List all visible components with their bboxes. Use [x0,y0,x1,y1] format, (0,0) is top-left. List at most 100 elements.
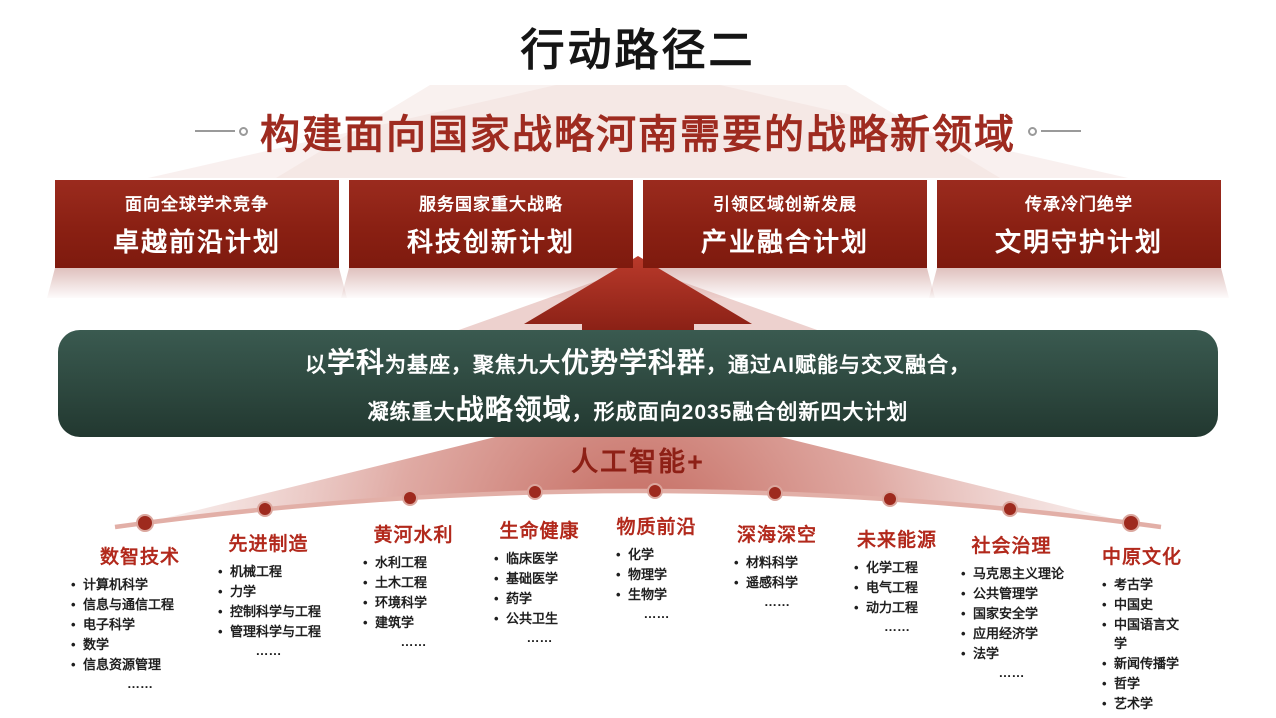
plan-card-excellence-frontier: 面向全球学术竞争 卓越前沿计划 [55,180,339,268]
discipline-list: 化学工程电气工程动力工程 [832,559,962,618]
discipline-item: 信息资源管理 [71,656,215,675]
plan-card-civilization-guardian: 传承冷门绝学 文明守护计划 [937,180,1221,268]
plan-tagline: 服务国家重大战略 [419,194,563,214]
discipline-item: 中国语言文学 [1102,616,1188,654]
band-text-em: 优势学科群 [561,347,707,378]
discipline-group-digital-intelligence-tech: 数智技术 计算机科学信息与通信工程电子科学数学信息资源管理 …… [65,542,215,691]
band-text-em: 学科 [326,347,385,378]
discipline-item: 化学 [616,546,719,565]
plan-tagline: 面向全球学术竞争 [125,194,269,214]
discipline-item: 国家安全学 [961,605,1084,624]
ornament-ring [1028,126,1037,136]
discipline-item: 物理学 [616,566,719,585]
discipline-item: 力学 [218,583,341,602]
discipline-group-central-plains-culture: 中原文化 考古学中国史中国语言文学新闻传播学哲学艺术学 …… [1096,542,1188,718]
arc-dot [647,483,663,499]
discipline-item: 动力工程 [854,599,962,618]
discipline-list: 临床医学基础医学药学公共卫生 [472,550,607,629]
ai-fan-shape [145,402,1131,523]
plan-card-industry-integration: 引领区域创新发展 产业融合计划 [643,180,927,268]
plan-tagline: 引领区域创新发展 [713,194,857,214]
band-line-2: 凝练重大战略领域，形成面向2035融合创新四大计划 [58,388,1218,435]
discipline-item: 药学 [494,590,607,609]
discipline-group-title: 深海深空 [736,525,817,546]
discipline-group-title: 物质前沿 [616,517,697,538]
discipline-item: 哲学 [1102,675,1188,694]
discipline-item: 计算机科学 [71,576,215,595]
plan-card-sci-tech-innovation: 服务国家重大战略 科技创新计划 [349,180,633,268]
discipline-list: 化学物理学生物学 [594,546,719,605]
arc-dot [402,490,418,506]
discipline-group-social-governance: 社会治理 马克思主义理论公共管理学国家安全学应用经济学法学 …… [939,531,1084,680]
discipline-more: …… [400,633,427,649]
plan-row: 面向全球学术竞争 卓越前沿计划 服务国家重大战略 科技创新计划 引领区域创新发展… [55,180,1221,268]
discipline-item: 环境科学 [363,594,486,613]
discipline-item: 考古学 [1102,576,1188,595]
strategy-band: 以学科为基座，聚焦九大优势学科群，通过AI赋能与交叉融合， 凝练重大战略领域，形… [58,330,1218,437]
plan-tagline: 传承冷门绝学 [1025,194,1133,214]
discipline-item: 基础医学 [494,570,607,589]
discipline-item: 机械工程 [218,563,341,582]
discipline-group-title: 未来能源 [856,530,937,551]
discipline-list: 机械工程力学控制科学与工程管理科学与工程 [196,563,341,642]
discipline-item: 信息与通信工程 [71,596,215,615]
discipline-group-matter-frontier: 物质前沿 化学物理学生物学 …… [594,512,719,621]
discipline-item: 马克思主义理论 [961,565,1084,584]
discipline-item: 控制科学与工程 [218,603,341,622]
discipline-list: 马克思主义理论公共管理学国家安全学应用经济学法学 [939,565,1084,664]
arc-dot [136,514,154,532]
discipline-group-title: 社会治理 [971,536,1052,557]
arc-node-dots [136,483,1140,532]
discipline-group-title: 生命健康 [499,521,580,542]
band-text: ，通过AI赋能与交叉融合， [706,354,972,377]
discipline-item: 法学 [961,645,1084,664]
discipline-item: 应用经济学 [961,625,1084,644]
discipline-item: 化学工程 [854,559,962,578]
discipline-item: 公共管理学 [961,585,1084,604]
discipline-item: 公共卫生 [494,610,607,629]
plan-name: 卓越前沿计划 [112,226,281,257]
discipline-group-future-energy: 未来能源 化学工程电气工程动力工程 …… [832,525,962,634]
discipline-more: …… [884,618,910,634]
plan-name: 科技创新计划 [406,226,575,257]
discipline-item: 中国史 [1102,596,1188,615]
perspective-beams [148,85,1128,178]
band-text-em: 战略领域 [455,394,572,425]
ornament-line [195,130,235,132]
discipline-list: 水利工程土木工程环境科学建筑学 [341,554,486,633]
discipline-item: 建筑学 [363,614,486,633]
discipline-more: …… [764,593,790,609]
arc-dot [767,485,783,501]
discipline-list: 材料科学遥感科学 [712,554,842,593]
arc-dot [527,484,543,500]
discipline-item: 艺术学 [1102,695,1188,714]
discipline-item: 土木工程 [363,574,486,593]
discipline-more: …… [255,642,282,658]
discipline-group-life-health: 生命健康 临床医学基础医学药学公共卫生 …… [472,516,607,645]
discipline-group-title: 先进制造 [228,534,309,555]
ai-plus-label: 人工智能+ [571,447,705,477]
discipline-group-title: 数智技术 [99,547,180,568]
discipline-item: 新闻传播学 [1102,655,1188,674]
band-text: ，形成面向2035融合创新四大计划 [571,401,909,424]
subtitle-row: 构建面向国家战略河南需要的战略新领域 [0,102,1276,160]
discipline-item: 数学 [71,636,215,655]
discipline-item: 电子科学 [71,616,215,635]
ornament-line [1041,130,1081,132]
discipline-group-deep-sea-deep-space: 深海深空 材料科学遥感科学 …… [712,520,842,609]
band-text: 凝练重大 [367,401,456,424]
discipline-more: …… [998,664,1025,680]
arc-dot [882,491,898,507]
discipline-list: 计算机科学信息与通信工程电子科学数学信息资源管理 [65,576,215,675]
plan-name: 产业融合计划 [700,226,869,257]
discipline-more: …… [643,605,670,621]
discipline-group-title: 中原文化 [1101,547,1182,568]
discipline-item: 遥感科学 [734,574,842,593]
band-text: 为基座，聚焦九大 [385,354,561,377]
page-title: 行动路径二 [520,26,756,75]
ornament-ring [239,126,248,136]
discipline-group-yellow-river-water: 黄河水利 水利工程土木工程环境科学建筑学 …… [341,520,486,649]
plan-name: 文明守护计划 [994,226,1163,257]
